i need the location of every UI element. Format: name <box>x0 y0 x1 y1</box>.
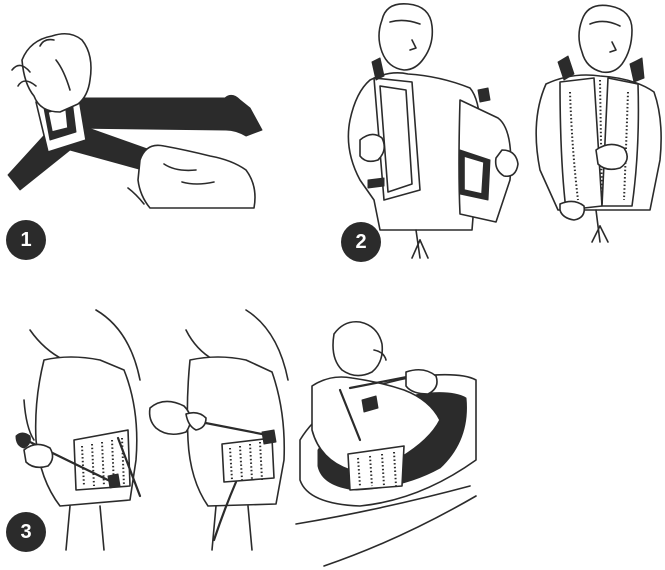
step-1-badge: 1 <box>6 220 46 260</box>
step-3-badge: 3 <box>6 512 46 552</box>
step-1-illustration <box>0 0 270 220</box>
step-2-badge: 2 <box>341 222 381 262</box>
step-3-illustration <box>0 290 480 570</box>
